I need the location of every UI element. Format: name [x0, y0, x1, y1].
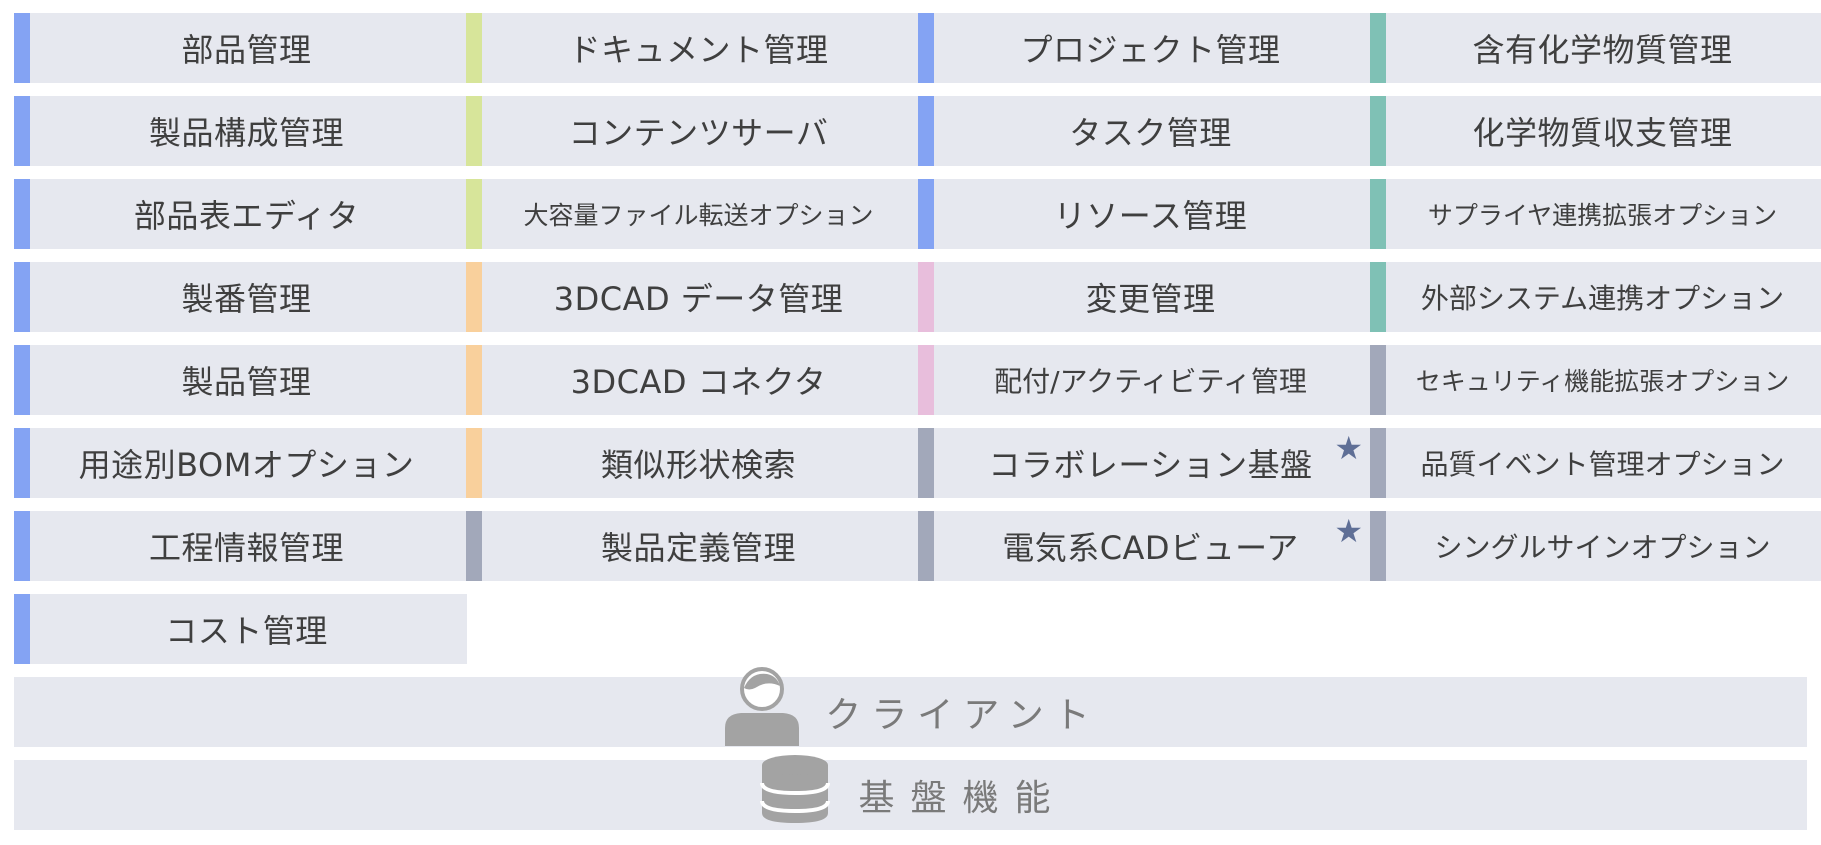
module-accent-bar — [466, 96, 482, 166]
module-label: 製番管理 — [181, 280, 312, 318]
module-tile: 製品定義管理 — [466, 511, 919, 581]
module-label: 類似形状検索 — [600, 446, 796, 484]
module-label: サプライヤ連携拡張オプション — [1427, 201, 1778, 230]
module-label: コンテンツサーバ — [568, 114, 829, 152]
module-tile: 外部システム連携オプション — [1370, 262, 1821, 332]
module-accent-bar — [466, 511, 482, 581]
module-label: 製品定義管理 — [600, 529, 796, 567]
module-label: タスク管理 — [1069, 114, 1232, 152]
module-tile: 製品管理 — [14, 345, 467, 415]
module-tile: 配付/アクティビティ管理 — [918, 345, 1371, 415]
module-accent-bar — [14, 13, 30, 83]
module-tile: タスク管理 — [918, 96, 1371, 166]
module-accent-bar — [1370, 345, 1386, 415]
module-tile: 含有化学物質管理 — [1370, 13, 1821, 83]
module-accent-bar — [918, 262, 934, 332]
module-accent-bar — [918, 179, 934, 249]
module-label: 3DCAD コネクタ — [570, 363, 827, 401]
module-label: 品質イベント管理オプション — [1420, 448, 1785, 481]
module-label: 変更管理 — [1085, 280, 1216, 318]
module-label: コラボレーション基盤 — [988, 446, 1313, 484]
base-function-band-label: 基盤機能 — [858, 778, 1067, 819]
module-label: 化学物質収支管理 — [1472, 114, 1733, 152]
module-tile: 部品管理 — [14, 13, 467, 83]
module-label: 製品管理 — [181, 363, 312, 401]
module-accent-bar — [14, 428, 30, 498]
module-tile: 工程情報管理 — [14, 511, 467, 581]
module-accent-bar — [1370, 13, 1386, 83]
module-label: 3DCAD データ管理 — [553, 280, 844, 318]
module-label: コスト管理 — [165, 612, 328, 650]
module-label: 部品表エディタ — [133, 197, 360, 235]
module-accent-bar — [466, 262, 482, 332]
module-tile: 用途別BOMオプション — [14, 428, 467, 498]
module-accent-bar — [466, 179, 482, 249]
module-tile: プロジェクト管理 — [918, 13, 1371, 83]
star-icon: ★ — [1334, 429, 1363, 467]
module-tile: 3DCAD データ管理 — [466, 262, 919, 332]
module-accent-bar — [918, 13, 934, 83]
client-band-label: クライアント — [825, 695, 1100, 736]
module-label: セキュリティ機能拡張オプション — [1415, 367, 1790, 396]
module-accent-bar — [1370, 511, 1386, 581]
module-label: 用途別BOMオプション — [78, 446, 415, 484]
module-tile: 類似形状検索 — [466, 428, 919, 498]
module-label: 配付/アクティビティ管理 — [994, 365, 1307, 398]
module-label: ドキュメント管理 — [568, 31, 829, 69]
module-accent-bar — [14, 345, 30, 415]
module-label: 外部システム連携オプション — [1420, 282, 1785, 315]
module-accent-bar — [466, 428, 482, 498]
module-accent-bar — [14, 96, 30, 166]
database-icon — [760, 755, 831, 823]
module-tile: コラボレーション基盤 ★ — [918, 428, 1371, 498]
module-accent-bar — [1370, 428, 1386, 498]
module-tile: 化学物質収支管理 — [1370, 96, 1821, 166]
module-accent-bar — [918, 428, 934, 498]
module-tile: リソース管理 — [918, 179, 1371, 249]
user-icon — [725, 667, 800, 746]
module-tile: コンテンツサーバ — [466, 96, 919, 166]
module-accent-bar — [1370, 179, 1386, 249]
module-accent-bar — [466, 345, 482, 415]
client-band: クライアント — [14, 667, 1807, 747]
module-accent-bar — [1370, 96, 1386, 166]
module-label: 大容量ファイル転送オプション — [523, 201, 874, 230]
module-tile: サプライヤ連携拡張オプション — [1370, 179, 1821, 249]
module-label: 電気系CADビューア — [1002, 529, 1299, 567]
module-accent-bar — [14, 594, 30, 664]
module-label: シングルサインオプション — [1434, 531, 1771, 564]
star-icon: ★ — [1334, 512, 1363, 550]
module-tile: 製品構成管理 — [14, 96, 467, 166]
module-accent-bar — [1370, 262, 1386, 332]
module-tile: 電気系CADビューア ★ — [918, 511, 1371, 581]
module-label: 部品管理 — [181, 31, 312, 69]
module-tile: セキュリティ機能拡張オプション — [1370, 345, 1821, 415]
module-label: 製品構成管理 — [148, 114, 344, 152]
module-accent-bar — [466, 13, 482, 83]
module-tile: 部品表エディタ — [14, 179, 467, 249]
module-label: 含有化学物質管理 — [1472, 31, 1733, 69]
module-accent-bar — [14, 511, 30, 581]
module-accent-bar — [14, 262, 30, 332]
module-label: 工程情報管理 — [148, 529, 344, 567]
module-tile: 大容量ファイル転送オプション — [466, 179, 919, 249]
module-accent-bar — [918, 345, 934, 415]
module-accent-bar — [918, 511, 934, 581]
module-tile: コスト管理 — [14, 594, 467, 664]
module-accent-bar — [14, 179, 30, 249]
module-accent-bar — [918, 96, 934, 166]
module-label: プロジェクト管理 — [1020, 31, 1281, 69]
module-tile: 品質イベント管理オプション — [1370, 428, 1821, 498]
module-tile: シングルサインオプション — [1370, 511, 1821, 581]
base-function-band: 基盤機能 — [14, 755, 1807, 830]
module-label: リソース管理 — [1053, 197, 1248, 235]
module-tile: 3DCAD コネクタ — [466, 345, 919, 415]
module-tile: ドキュメント管理 — [466, 13, 919, 83]
module-tile: 変更管理 — [918, 262, 1371, 332]
module-tile: 製番管理 — [14, 262, 467, 332]
